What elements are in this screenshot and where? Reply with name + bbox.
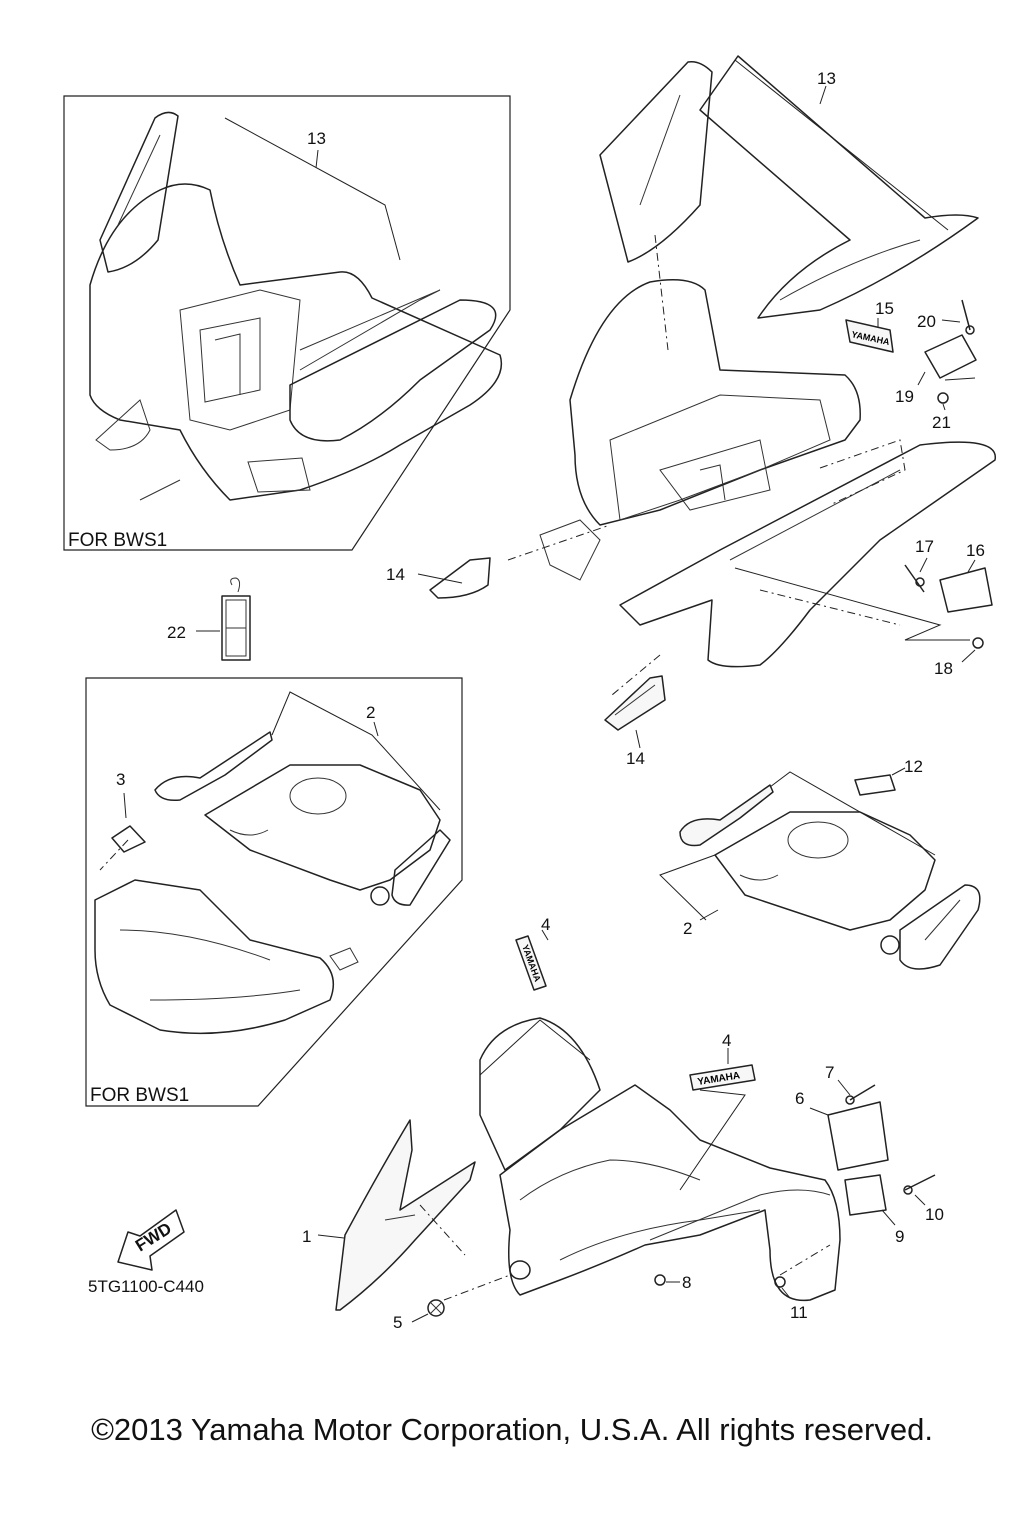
yamaha-decal-15: YAMAHA [845,319,894,353]
callout-19: 19 [895,387,914,406]
washer-8 [654,1274,666,1286]
seat-group-main: 13 YAMAHA 15 20 19 21 14 14 [386,55,996,768]
callout-2-inset: 2 [366,703,375,722]
plate-16 [939,567,993,613]
tank-cover-group: 12 2 [659,757,981,970]
plate-9 [844,1174,887,1216]
decal-14-lower [604,675,666,731]
callout-8: 8 [682,1273,691,1292]
washer-21 [937,392,949,404]
inset-box-top: FOR BWS1 13 [63,95,511,551]
plate-6 [827,1101,889,1171]
tank-cover [714,811,936,931]
callout-5: 5 [393,1313,402,1332]
parts-diagram: FOR BWS1 13 [63,55,996,1332]
yamaha-decal-4-horizontal: YAMAHA [689,1064,756,1091]
side-decal-main [679,784,774,847]
rear-fender [619,441,996,668]
callout-21: 21 [932,413,951,432]
rear-fender-bws1 [289,299,497,442]
callout-2: 2 [683,919,692,938]
plate-19 [924,334,977,379]
svg-text:YAMAHA: YAMAHA [520,943,543,983]
callout-15: 15 [875,299,894,318]
callout-4-upper: 4 [541,915,550,934]
side-decal-bws1 [154,731,273,802]
grommet-5 [427,1299,445,1317]
callout-4-lower: 4 [722,1031,731,1050]
cowl-side-decal-1 [335,1119,476,1311]
callout-10: 10 [925,1205,944,1224]
callout-12: 12 [904,757,923,776]
seat-decal-13 [599,60,713,263]
fwd-arrow-icon: FWD [117,1209,185,1271]
rivet-17 [904,564,925,593]
rivet-20 [961,299,975,335]
seat-body [569,279,861,526]
caution-label-22: 22 [167,577,251,661]
callout-20: 20 [917,312,936,331]
copyright-notice: ©2013 Yamaha Motor Corporation, U.S.A. A… [91,1412,933,1447]
tank-cover-bws1 [204,764,441,891]
drawing-code: 5TG1100-C440 [88,1277,204,1296]
callout-17: 17 [915,537,934,556]
svg-text:FWD: FWD [132,1219,175,1256]
callout-3: 3 [116,770,125,789]
washer-11 [774,1276,786,1288]
decal-14-left [429,557,491,599]
callout-14-lower: 14 [626,749,645,768]
callout-13-inset: 13 [307,129,326,148]
callout-7: 7 [825,1063,834,1082]
rivet-7 [845,1084,876,1105]
inset-box-mid-label: FOR BWS1 [90,1085,189,1106]
callout-1: 1 [302,1227,311,1246]
callout-18: 18 [934,659,953,678]
callout-9: 9 [895,1227,904,1246]
front-cowl-group: YAMAHA 4 YAMAHA 4 1 [302,915,944,1332]
inset-box-mid: FOR BWS1 3 2 [85,677,463,1107]
front-fender-bws1 [94,879,335,1035]
callout-22: 22 [167,623,186,642]
callout-6: 6 [795,1089,804,1108]
decal-3 [111,825,146,853]
side-panel-right [899,884,981,970]
callout-14-upper: 14 [386,565,405,584]
seat-cowl-bws1 [89,183,503,501]
washer-18 [972,637,984,649]
callout-13: 13 [817,69,836,88]
callout-11: 11 [790,1303,808,1322]
decal-12 [854,774,896,796]
front-cowl [499,1084,841,1302]
rivet-10 [903,1174,936,1195]
windshield [479,1017,601,1171]
inset-box-top-label: FOR BWS1 [68,530,167,551]
seat-side-decal-13 [699,55,979,319]
callout-16: 16 [966,541,985,560]
yamaha-decal-4-vertical: YAMAHA [515,935,547,991]
seat-decal-13-inset [99,111,179,273]
